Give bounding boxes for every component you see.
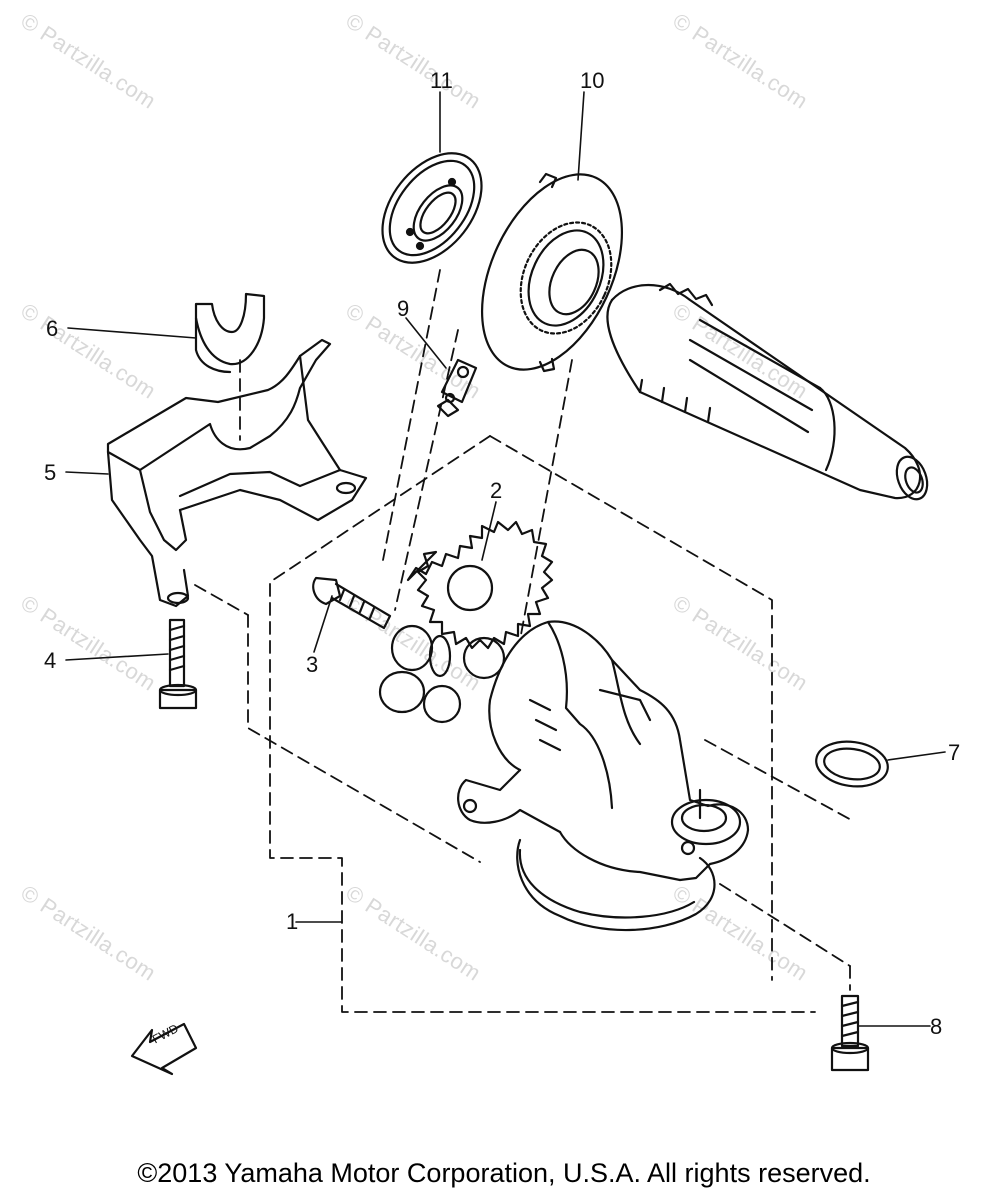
bolt-left [158,618,198,710]
callout-6: 6 [46,316,59,341]
assembly-outline [194,269,856,1013]
drive-shaft [606,282,929,501]
callout-1: 1 [286,909,299,934]
sprocket [378,520,554,724]
leader-lines [65,91,946,1027]
callout-8: 8 [930,1014,943,1039]
bearing [381,152,483,264]
callout-3: 3 [306,652,319,677]
callout-5: 5 [44,460,57,485]
oil-pump-body [457,620,750,932]
callout-2: 2 [490,478,503,503]
drive-plate [480,172,624,373]
callout-7: 7 [948,740,961,765]
forward-arrow-icon [130,1022,198,1076]
o-ring [815,740,889,788]
callout-10: 10 [580,68,605,93]
lock-pin [436,358,478,418]
copyright-notice: ©2013 Yamaha Motor Corporation, U.S.A. A… [137,1158,871,1188]
callout-11: 11 [430,68,453,93]
bolt-right [830,994,870,1072]
collar [194,292,266,374]
callout-4: 4 [44,648,57,673]
bracket [106,338,368,608]
callout-9: 9 [397,296,410,321]
screw [312,576,392,630]
